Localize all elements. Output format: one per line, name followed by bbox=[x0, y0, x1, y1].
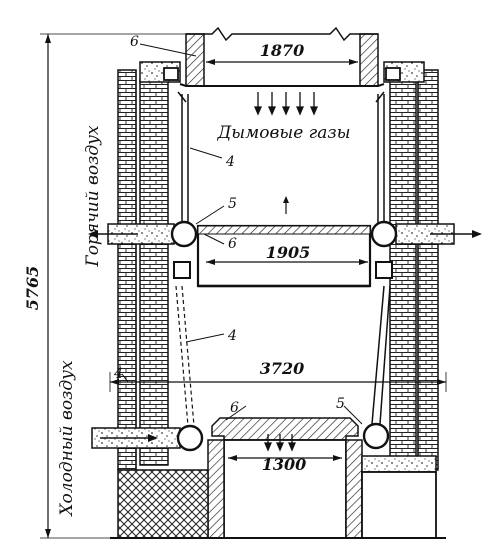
mark-4-top: 4 bbox=[225, 154, 235, 170]
middle-collector bbox=[173, 224, 393, 288]
top-cover bbox=[139, 61, 425, 103]
lower-tube-bundle bbox=[175, 285, 391, 427]
right-wall-outer bbox=[417, 69, 439, 471]
mark-5-top: 5 bbox=[228, 196, 237, 212]
left-wall-outer bbox=[117, 69, 137, 471]
collector-ring-mid-left bbox=[170, 220, 198, 248]
brick-walls bbox=[117, 69, 439, 471]
bottom-collector bbox=[110, 417, 446, 539]
left-wall-inner bbox=[139, 79, 169, 466]
collector-ring-bot-right bbox=[362, 422, 390, 450]
flue-wall-left bbox=[185, 33, 205, 87]
flue-gas-arrows bbox=[254, 92, 318, 452]
mark-6-mid: 6 bbox=[228, 236, 237, 252]
hot-air-label: Горячий воздух bbox=[83, 125, 103, 268]
dim-bottom-width: 1300 bbox=[262, 455, 307, 474]
flue-gases-label: Дымовые газы bbox=[216, 123, 350, 143]
dim-height: 5765 bbox=[23, 266, 42, 311]
cold-air-label: Холодный воздух bbox=[57, 360, 77, 518]
mark-4-side: 4 bbox=[113, 366, 123, 382]
mark-4-mid: 4 bbox=[227, 328, 237, 344]
upper-tube-bundle bbox=[181, 94, 385, 224]
cold-air-in-arrow bbox=[100, 434, 158, 442]
mark-6-top: 6 bbox=[130, 34, 139, 50]
top-flue bbox=[185, 26, 379, 87]
dim-total-width: 3720 bbox=[260, 359, 305, 378]
leader-lines bbox=[121, 43, 363, 425]
dimension-lines bbox=[40, 33, 447, 539]
hot-air-out-right-arrow bbox=[430, 230, 482, 238]
mark-5-bot: 5 bbox=[336, 396, 345, 412]
hot-air-out-left-arrow bbox=[88, 230, 138, 238]
dim-middle-width: 1905 bbox=[266, 243, 311, 262]
dim-top-width: 1870 bbox=[260, 41, 305, 60]
flow-arrows bbox=[88, 92, 482, 452]
text-labels: 1870 1905 3720 1300 5765 Дымовые газы Го… bbox=[23, 34, 351, 518]
right-wall-inner bbox=[389, 79, 417, 466]
mark-6-bot: 6 bbox=[230, 400, 239, 416]
collector-ring-bot-left bbox=[176, 424, 204, 452]
flue-wall-right bbox=[359, 33, 379, 87]
collector-ring-mid-right bbox=[370, 220, 398, 248]
